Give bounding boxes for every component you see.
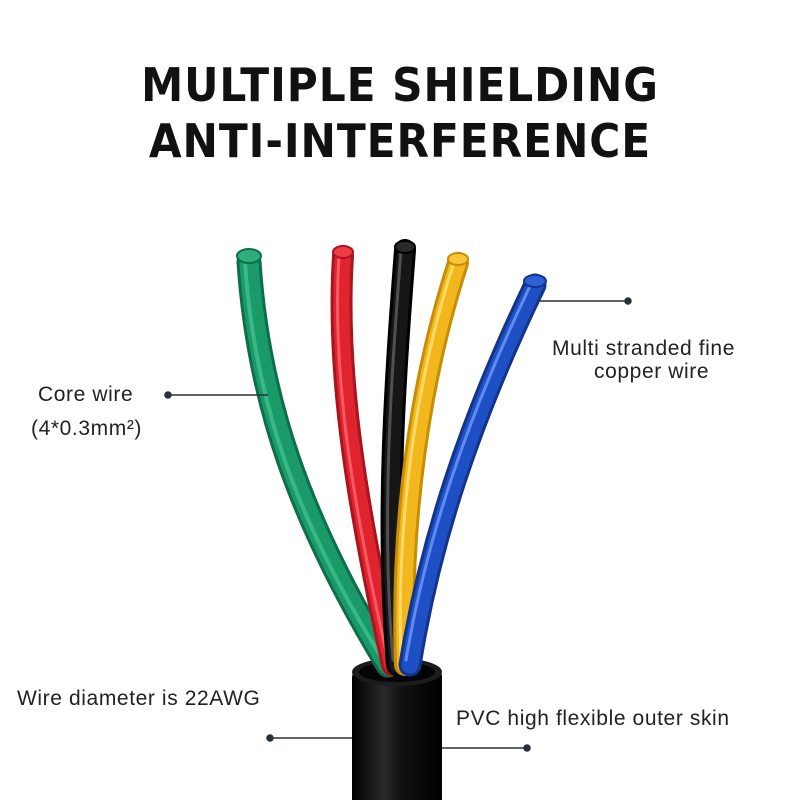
stranded-leader [540, 297, 632, 305]
red-core-wire [330, 245, 403, 676]
green-core-wire [236, 248, 401, 678]
pvc-outer-jacket [352, 658, 442, 800]
outer-skin-label: PVC high flexible outer skin [456, 707, 730, 730]
blue-core-wire [398, 273, 547, 677]
wire-diameter-label: Wire diameter is 22AWG [17, 687, 261, 710]
core-wire-label: Core wire [38, 383, 134, 406]
outer-skin-leader [442, 744, 531, 752]
headline-line-2: ANTI-INTERFERENCE [148, 114, 652, 168]
stranded-label-line-1: Multi stranded fine [552, 337, 735, 360]
core-wire-spec-label: (4*0.3mm²) [31, 417, 143, 440]
stranded-label-line-2: copper wire [594, 360, 710, 383]
headline-line-1: MULTIPLE SHIELDING [141, 58, 659, 112]
core-wire-leader [164, 391, 268, 399]
yellow-core-wire [393, 252, 469, 676]
diameter-leader [266, 734, 352, 742]
